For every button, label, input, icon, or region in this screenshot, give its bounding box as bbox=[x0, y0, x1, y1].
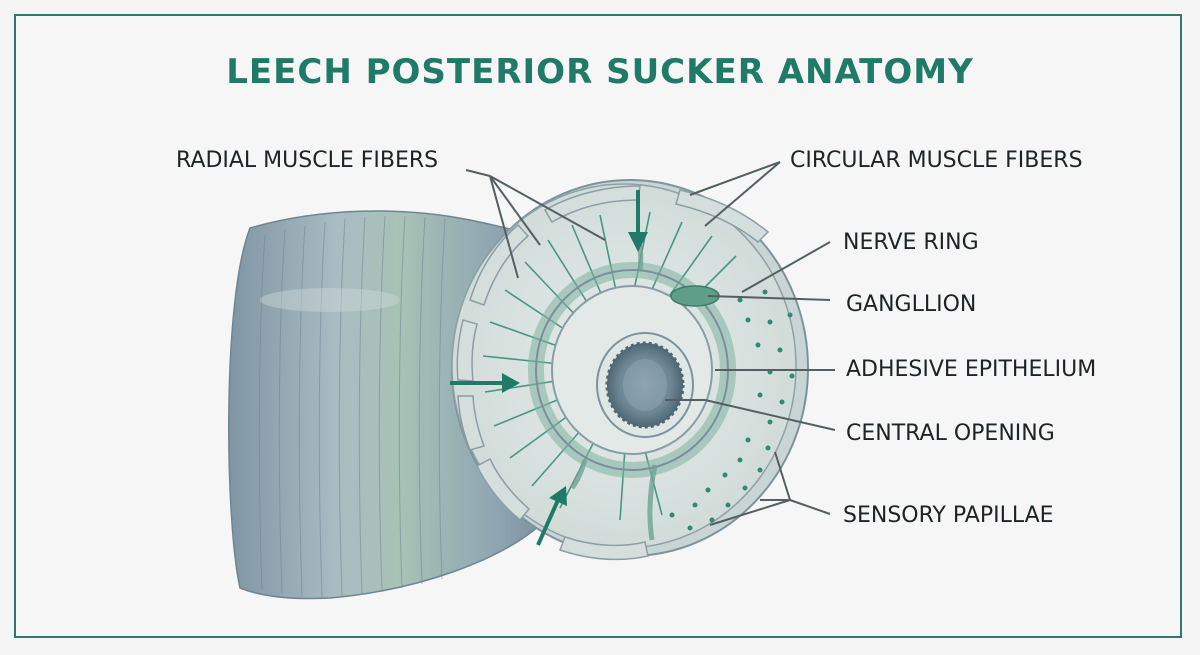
flow-arrows bbox=[450, 190, 648, 546]
label-adhesive-epithelium: ADHESIVE EPITHELIUM bbox=[846, 357, 1097, 382]
label-sensory-papillae: SENSORY PAPILLAE bbox=[843, 503, 1054, 528]
circular-muscle-segments bbox=[456, 185, 770, 561]
label-central-opening: CENTRAL OPENING bbox=[846, 421, 1055, 446]
sensory-papillae bbox=[669, 289, 795, 531]
diagram-title: LEECH POSTERIOR SUCKER ANATOMY bbox=[226, 52, 974, 92]
label-nerve-ring: NERVE RING bbox=[843, 230, 979, 255]
label-circular-muscle-fibers: CIRCULAR MUSCLE FIBERS bbox=[790, 148, 1083, 173]
label-radial-muscle-fibers: RADIAL MUSCLE FIBERS bbox=[176, 148, 439, 173]
label-ganglion: GANGLLION bbox=[846, 292, 977, 317]
central-opening bbox=[596, 332, 694, 438]
leader-lines bbox=[465, 161, 836, 526]
